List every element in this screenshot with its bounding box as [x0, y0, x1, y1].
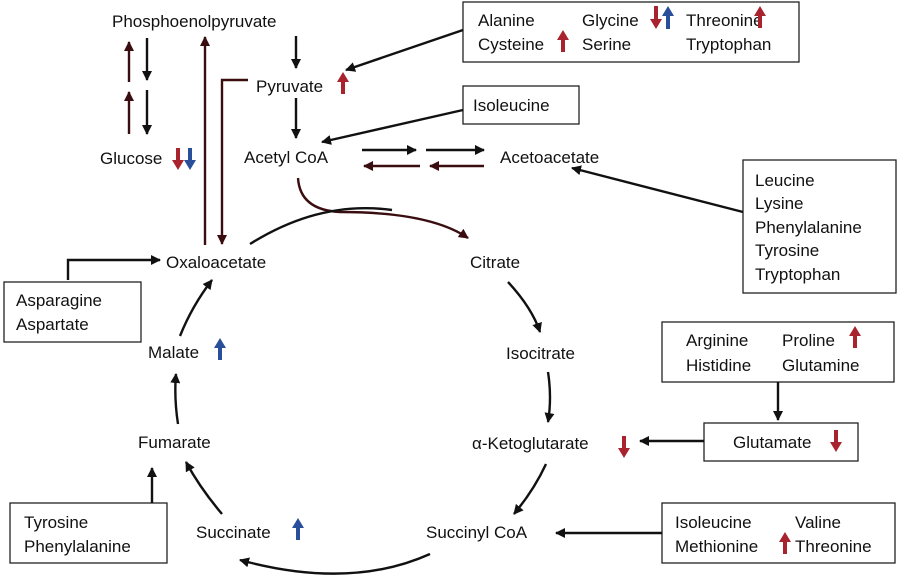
up-arrow-icon — [341, 80, 345, 94]
indicator-glutamate — [830, 430, 842, 452]
arrow-malate-to-oxaloacetate — [178, 279, 213, 337]
box-item: Threonine — [795, 537, 872, 556]
arrow-fumarate-to-malate — [170, 373, 181, 425]
indicator-proline — [849, 326, 861, 348]
metabolite-isocitrate: Isocitrate — [506, 344, 575, 363]
box-item: Tryptophan — [686, 35, 771, 54]
metabolite-glucose: Glucose — [100, 149, 162, 168]
up-arrow-icon — [662, 6, 674, 16]
box-item: Glutamine — [782, 356, 859, 375]
metabolite-pyruvate: Pyruvate — [256, 77, 323, 96]
up-arrow-icon — [214, 338, 226, 348]
box-item: Asparagine — [16, 291, 102, 310]
down-arrow-icon — [654, 6, 658, 20]
up-arrow-icon — [853, 334, 857, 348]
metabolite-acetyl-coa: Acetyl CoA — [244, 148, 329, 167]
up-arrow-icon — [783, 540, 787, 554]
oxaloacetate-sources-box: Asparagine Aspartate — [3, 281, 142, 343]
metabolite-malate: Malate — [148, 343, 199, 362]
down-arrow-icon — [650, 19, 662, 29]
indicator-glucose — [172, 148, 196, 170]
up-arrow-icon — [337, 72, 349, 82]
down-arrow-icon — [172, 160, 184, 170]
down-arrow-icon — [618, 448, 630, 458]
arrow-pyruvate-to-oxaloacetate — [217, 78, 248, 245]
indicator-succinate — [292, 518, 304, 540]
arrow-isoleucine-to-acetyl-coa — [321, 108, 464, 145]
box-item: Alanine — [478, 11, 535, 30]
up-arrow-icon — [779, 532, 791, 542]
down-arrow-icon — [834, 430, 838, 443]
pyruvate-sources-box: Alanine Glycine Threonine Cysteine Serin… — [462, 1, 800, 63]
box-item: Serine — [582, 35, 631, 54]
down-arrow-icon — [830, 442, 842, 452]
up-arrow-icon — [758, 14, 762, 28]
down-arrow-icon — [184, 160, 196, 170]
indicator-pyruvate — [337, 72, 349, 94]
fumarate-sources-box: Tyrosine Phenylalanine — [9, 502, 168, 564]
box-item: Tryptophan — [755, 265, 840, 284]
arrow-oxaloacetate-to-citrate — [249, 207, 393, 246]
box-item: Phenylalanine — [24, 537, 131, 556]
succinyl-sources-box: Isoleucine Valine Methionine Threonine — [661, 502, 896, 564]
arrow-acetyl-coa-to-citrate — [296, 177, 469, 239]
up-arrow-icon — [292, 518, 304, 528]
arrow-citrate-to-isocitrate — [507, 281, 542, 333]
metabolite-succinate: Succinate — [196, 523, 271, 542]
arrow-isocitrate-to-akg — [544, 371, 555, 423]
box-item: Leucine — [755, 171, 815, 190]
box-item: Aspartate — [16, 315, 89, 334]
box-item: Isoleucine — [473, 96, 550, 115]
box-item: Isoleucine — [675, 513, 752, 532]
indicator-glycine — [650, 6, 674, 29]
indicator-cysteine — [557, 30, 569, 52]
arrow-ketogenic-to-acetoacetate — [571, 165, 744, 214]
up-arrow-icon — [561, 38, 565, 52]
indicator-threonine — [754, 6, 766, 28]
down-arrow-icon — [622, 436, 626, 449]
box-item: Threonine — [686, 11, 763, 30]
arrow-asparagine-to-oxaloacetate — [66, 255, 161, 280]
metabolite-akg: α-Ketoglutarate — [472, 434, 589, 453]
glutamate-sources-box: Arginine Proline Histidine Glutamine — [661, 321, 895, 383]
metabolite-citrate: Citrate — [470, 253, 520, 272]
indicator-methionine — [779, 532, 791, 554]
box-item: Tyrosine — [755, 241, 819, 260]
box-item: Methionine — [675, 537, 758, 556]
box-item: Arginine — [686, 331, 748, 350]
box-item: Glutamate — [733, 433, 811, 452]
box-item: Lysine — [755, 194, 804, 213]
metabolite-oxaloacetate: Oxaloacetate — [166, 253, 266, 272]
metabolite-pep: Phosphoenolpyruvate — [112, 12, 276, 31]
indicator-akg — [618, 436, 630, 458]
arrow-akg-to-succinyl-coa — [513, 463, 548, 515]
box-item: Valine — [795, 513, 841, 532]
indicator-malate — [214, 338, 226, 360]
box-item: Proline — [782, 331, 835, 350]
down-arrow-icon — [188, 148, 192, 161]
acetyl-sources-box: Isoleucine — [462, 85, 580, 125]
metabolite-acetoacetate: Acetoacetate — [500, 148, 599, 167]
up-arrow-icon — [666, 15, 670, 29]
glutamate-box: Glutamate — [703, 422, 859, 462]
down-arrow-icon — [176, 148, 180, 161]
arrow-succinate-to-fumarate — [184, 461, 223, 515]
metabolite-succinyl-coa: Succinyl CoA — [426, 523, 528, 542]
metabolite-fumarate: Fumarate — [138, 433, 211, 452]
box-item: Phenylalanine — [755, 218, 862, 237]
box-item: Glycine — [582, 11, 639, 30]
up-arrow-icon — [557, 30, 569, 40]
up-arrow-icon — [849, 326, 861, 336]
box-item: Cysteine — [478, 35, 544, 54]
box-item: Tyrosine — [24, 513, 88, 532]
up-arrow-icon — [218, 346, 222, 360]
up-arrow-icon — [296, 526, 300, 540]
box-item: Histidine — [686, 356, 751, 375]
arrow-pyruvate-sources-to-pyruvate — [345, 28, 464, 72]
acetoacetate-sources-box: Leucine Lysine Phenylalanine Tyrosine Tr… — [742, 159, 897, 294]
arrow-succinyl-coa-to-succinate — [239, 552, 431, 575]
up-arrow-icon — [754, 6, 766, 16]
